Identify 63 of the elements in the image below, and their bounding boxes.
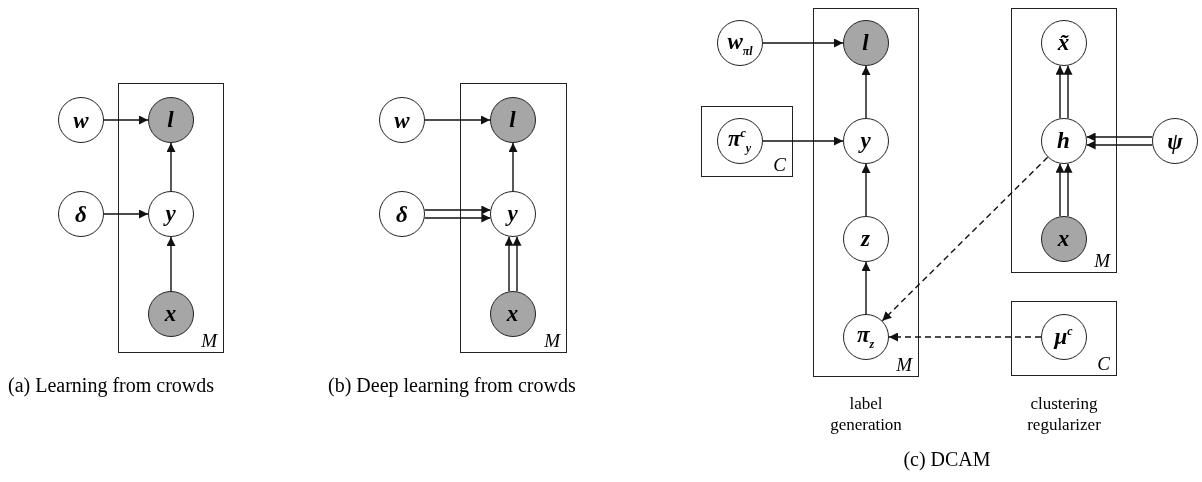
plate-caption: clustering regularizer	[1026, 393, 1102, 436]
variable-node	[379, 97, 425, 143]
plate-label: C	[773, 155, 786, 174]
variable-symbol: l	[509, 108, 516, 131]
plate-box	[118, 83, 224, 353]
arrow	[861, 163, 871, 217]
plate-label: C	[1097, 354, 1110, 373]
arrow	[166, 142, 176, 192]
plate-box	[1011, 8, 1117, 273]
plate-label: M	[544, 331, 560, 350]
variable-node	[717, 20, 763, 66]
dashed-arrow	[881, 156, 1049, 322]
plate-box	[460, 83, 567, 353]
arrow	[762, 38, 844, 48]
variable-node	[58, 97, 104, 143]
variable-symbol: z	[861, 227, 870, 250]
arrow	[762, 136, 844, 146]
plate-label: M	[201, 331, 217, 350]
variable-symbol: w	[394, 108, 410, 132]
variable-symbol: h	[1057, 129, 1070, 152]
plate-box	[813, 8, 919, 377]
plate-caption: label generation	[829, 393, 903, 436]
plate-label: M	[896, 355, 912, 374]
arrow	[103, 209, 149, 219]
double-arrow	[1055, 64, 1073, 120]
variable-symbol: y	[165, 202, 176, 225]
variable-symbol: x	[1057, 227, 1070, 250]
figure-caption: (a) Learning from crowds	[8, 374, 216, 397]
arrow	[508, 142, 518, 192]
double-arrow	[1085, 132, 1154, 150]
arrow	[103, 115, 149, 125]
variable-symbol: x̃	[1057, 31, 1070, 54]
figure-caption: (c) DCAM	[902, 448, 992, 471]
variable-node	[842, 313, 889, 360]
plate-label: M	[1094, 251, 1110, 270]
variable-symbol: w$_{πl}$	[727, 29, 753, 57]
variable-symbol: y	[507, 202, 518, 225]
dashed-arrow	[888, 332, 1042, 342]
arrow	[424, 115, 491, 125]
variable-symbol: ψ	[1167, 129, 1183, 153]
variable-symbol: δ	[75, 202, 87, 226]
variable-symbol: δ	[396, 202, 408, 226]
variable-node	[379, 191, 425, 237]
variable-symbol: μ$^{c}$	[1054, 325, 1073, 348]
figure-caption: (b) Deep learning from crowds	[328, 374, 577, 397]
variable-symbol: l	[862, 31, 869, 54]
variable-symbol: x	[506, 302, 519, 325]
double-arrow	[504, 235, 522, 293]
variable-node	[1152, 118, 1198, 164]
variable-symbol: y	[860, 129, 871, 152]
double-arrow	[1055, 162, 1073, 218]
arrow	[166, 236, 176, 292]
arrow	[861, 65, 871, 119]
variable-node	[1040, 117, 1087, 164]
variable-symbol: x	[164, 302, 177, 325]
double-arrow	[423, 205, 492, 223]
variable-node	[58, 191, 104, 237]
variable-symbol: π$_{z}$	[856, 323, 875, 350]
plate-box	[1011, 301, 1117, 376]
arrow	[861, 261, 871, 315]
plate-box	[701, 106, 793, 177]
variable-symbol: w	[73, 108, 89, 132]
variable-symbol: l	[167, 108, 174, 131]
